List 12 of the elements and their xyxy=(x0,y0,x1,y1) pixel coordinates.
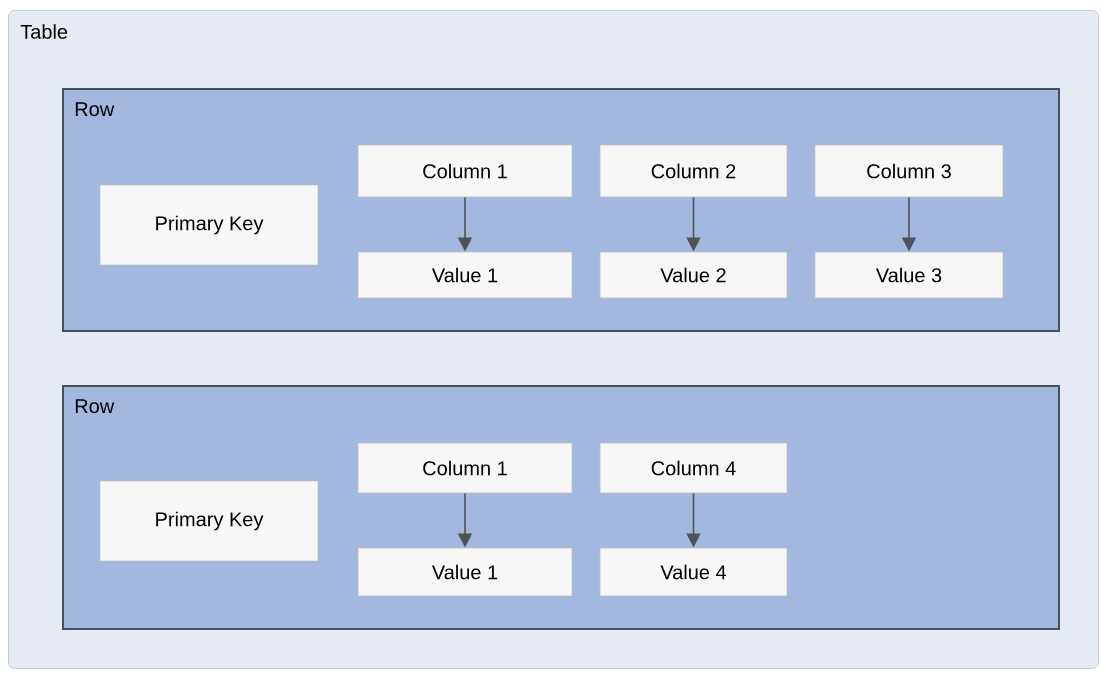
field-box: Value 1 xyxy=(357,547,573,597)
field-box: Value 3 xyxy=(814,251,1004,299)
key-box: Primary Key xyxy=(99,184,319,266)
field-box: Value 4 xyxy=(599,547,788,597)
key-box: Primary Key xyxy=(99,480,319,562)
field-box: Value 2 xyxy=(599,251,788,299)
field-box: Column 1 xyxy=(357,442,573,494)
field-box: Column 1 xyxy=(357,144,573,198)
field-box: Column 3 xyxy=(814,144,1004,198)
field-box: Column 2 xyxy=(599,144,788,198)
field-box: Column 4 xyxy=(599,442,788,494)
field-box: Value 1 xyxy=(357,251,573,299)
